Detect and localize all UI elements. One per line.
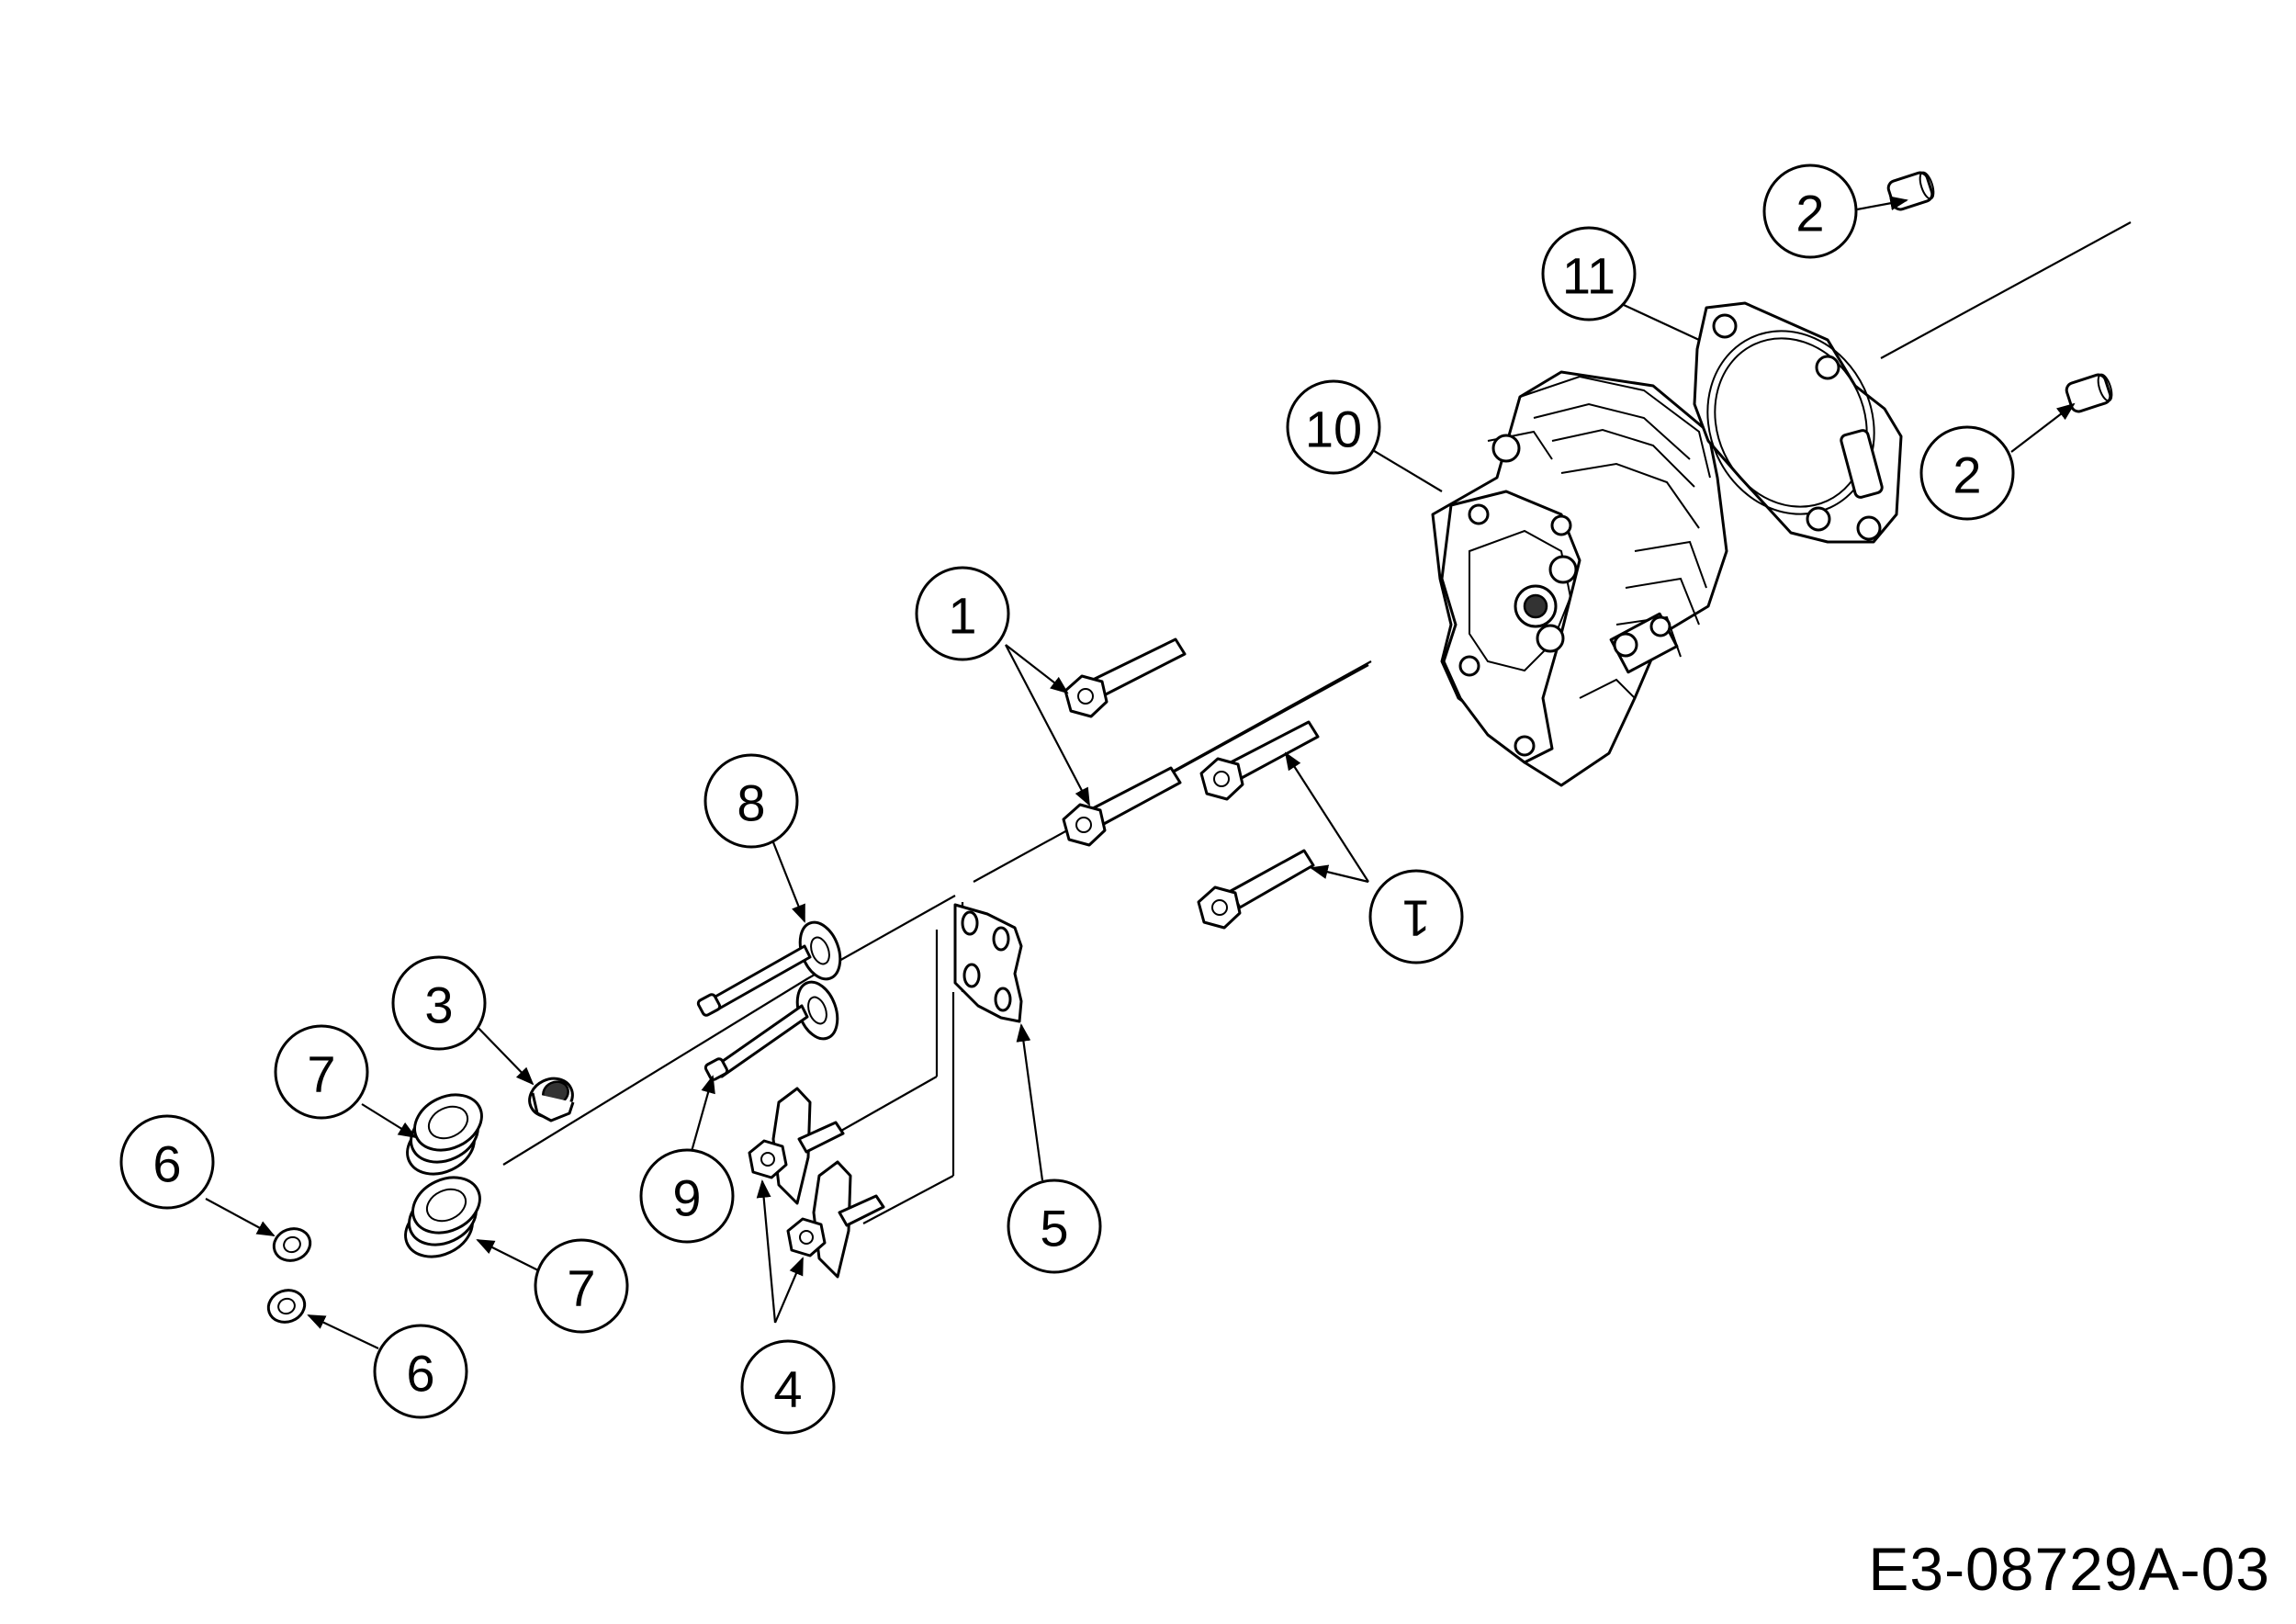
valve-stem-seal-part [528,1077,575,1122]
head-bolt-middle-part [1062,766,1182,847]
spring-retainer-lower-part [266,1289,307,1324]
valve-spring-lower-part [404,1176,481,1258]
callout-8-label: 8 [737,774,765,832]
callout-5-label: 5 [1040,1200,1068,1257]
callout-4-label: 4 [773,1360,802,1418]
callout-6-upper: 6 [119,1114,215,1210]
callout-3-label: 3 [424,976,453,1034]
callout-2-upper-label: 2 [1795,185,1824,242]
leader-lines [205,196,2076,1349]
callout-10: 10 [1286,379,1381,475]
cylinder-head-part [1431,370,1728,787]
callout-9-label: 9 [672,1169,701,1227]
callout-7-upper: 7 [274,1024,369,1120]
head-bolt-right-part [1199,720,1320,801]
callout-7-lower-label: 7 [567,1259,595,1317]
callout-2-lower-label: 2 [1953,446,1981,504]
callout-6-lower-label: 6 [406,1345,434,1403]
callout-11-label: 11 [1562,247,1615,305]
assembly-axis-lines [502,221,2132,1224]
callout-3: 3 [391,955,487,1051]
callout-8: 8 [703,753,799,849]
callout-11: 11 [1541,226,1637,321]
rocker-arm-lower-part [786,1160,885,1279]
valve-spring-upper-part [406,1093,483,1176]
head-bolt-lower-part [1197,849,1315,930]
callout-7-upper-label: 7 [307,1045,335,1103]
dowel-pin-lower-part [2065,373,2113,413]
rocker-arm-upper-part [748,1087,845,1205]
callout-5: 5 [1007,1179,1102,1274]
callout-6-upper-label: 6 [152,1135,181,1193]
callout-1-upper-label: 1 [948,587,976,645]
callout-4: 4 [740,1339,836,1435]
drawing-code: E3-08729A-03 [1868,1535,2270,1603]
valve-upper-part [696,920,842,1017]
head-bolt-upper-part [1064,637,1187,718]
callout-6-lower: 6 [373,1324,468,1419]
callout-9: 9 [639,1148,735,1244]
callout-2-lower: 2 [1919,425,2015,521]
valve-lower-part [703,980,839,1081]
callout-1-upper: 1 [915,566,1010,661]
dowel-pin-upper-part [1886,171,1935,211]
callout-1-lower: 1 [1368,869,1464,964]
callout-10-label: 10 [1305,400,1362,458]
head-gasket-part [1693,301,1903,544]
callout-7-lower: 7 [534,1238,629,1334]
guide-plate-part [953,903,1023,1023]
callout-1-lower-label: 1 [1401,890,1430,948]
spring-retainer-upper-part [272,1227,312,1262]
callout-2-upper: 2 [1762,164,1858,259]
